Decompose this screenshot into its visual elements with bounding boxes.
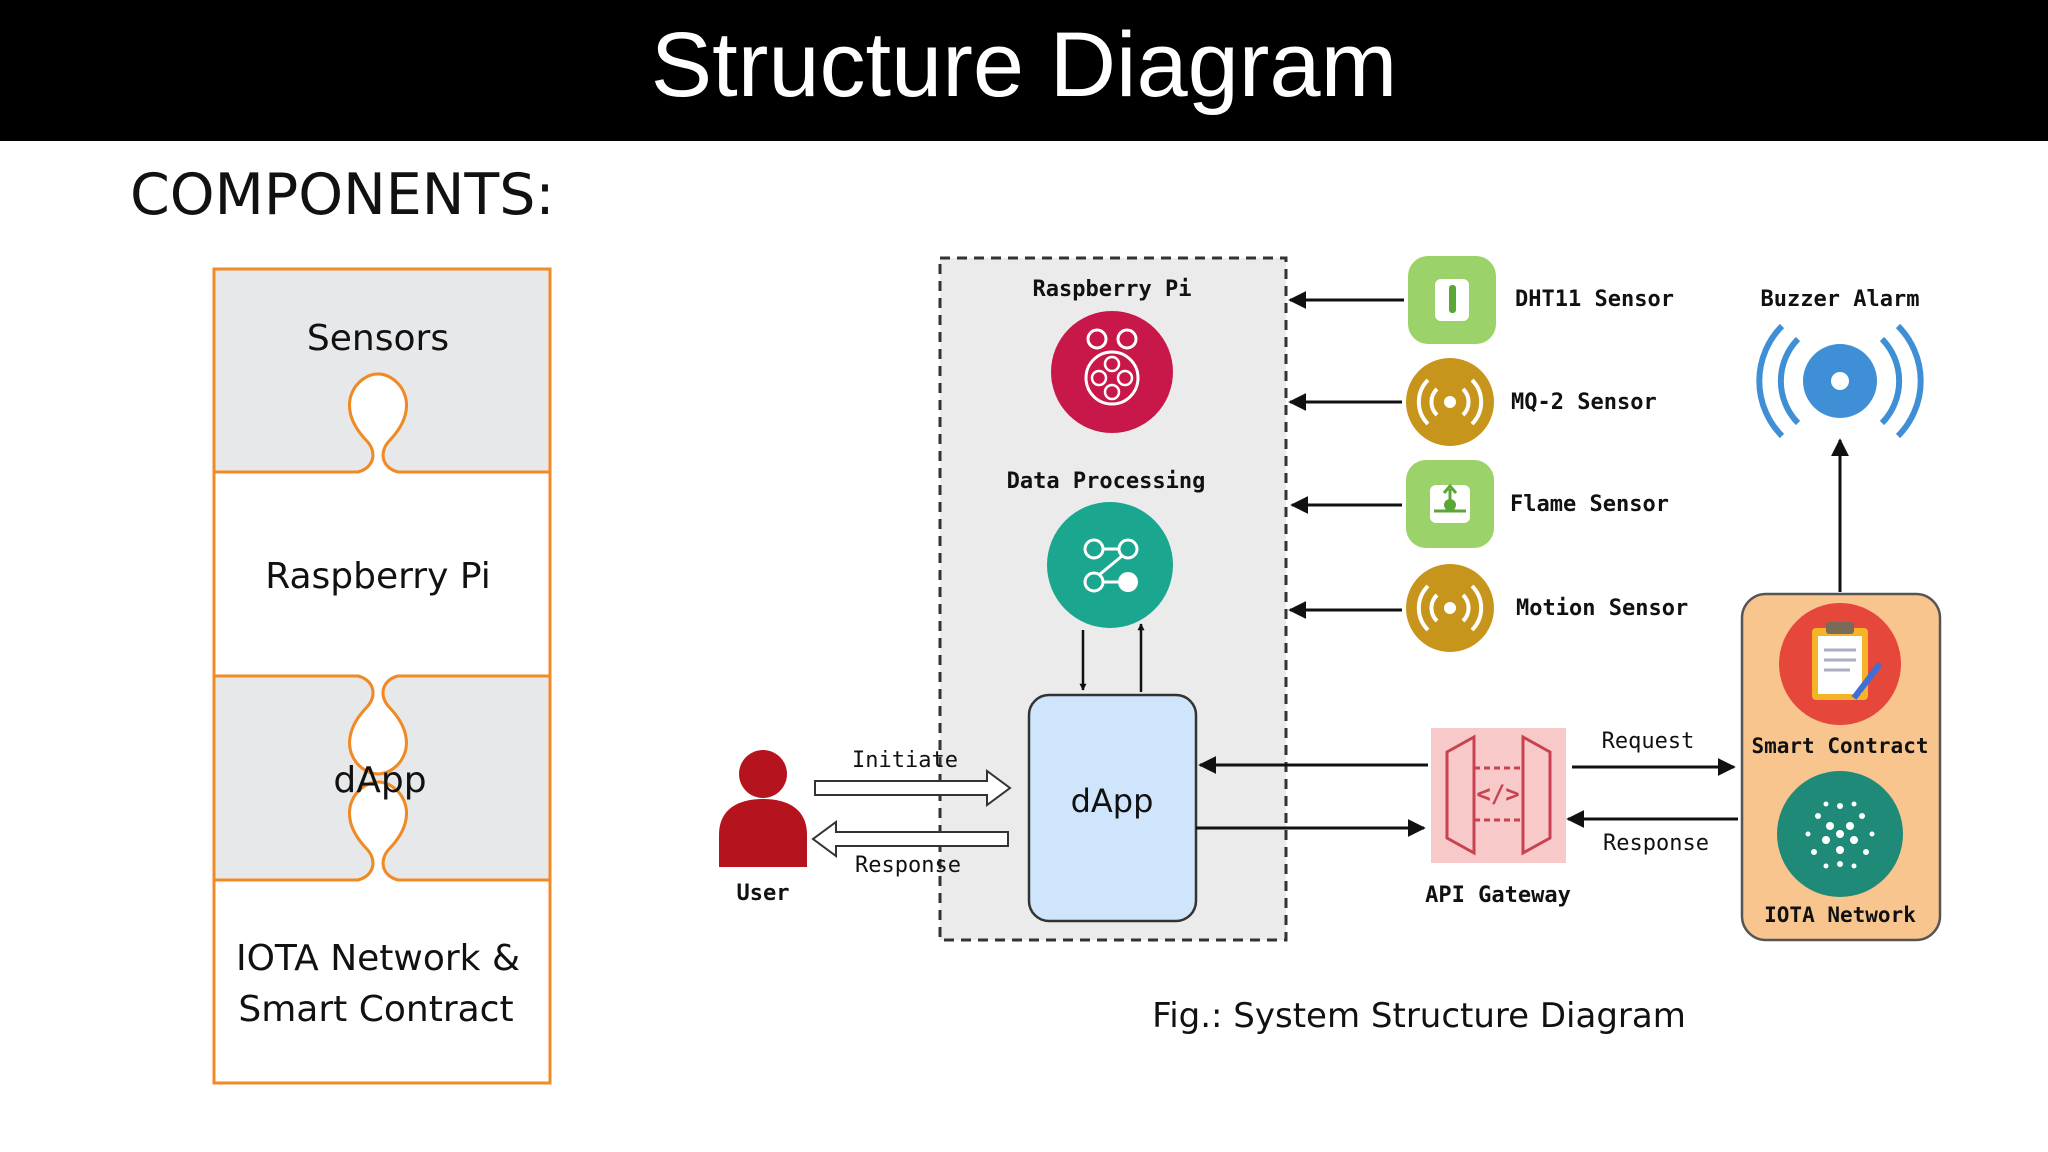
- sensor-label-flame: Flame Sensor: [1510, 492, 1669, 517]
- flow-icon: [1047, 502, 1173, 628]
- smart-contract-label: Smart Contract: [1751, 734, 1928, 758]
- sensor-label-mq2: MQ-2 Sensor: [1511, 390, 1657, 415]
- puzzle-label-raspberry-pi: Raspberry Pi: [265, 556, 491, 597]
- puzzle-label-sensors: Sensors: [307, 318, 449, 359]
- puzzle-stack: Sensors Raspberry Pi dApp IOTA Network &…: [212, 267, 552, 1085]
- response-left-label: Response: [855, 853, 961, 878]
- puzzle-piece-iota: [212, 780, 552, 1085]
- sensor-label-dht11: DHT11 Sensor: [1515, 287, 1674, 312]
- user-icon: [719, 750, 807, 867]
- sensor-dht11: DHT11 Sensor: [1408, 256, 1674, 344]
- response-right-label: Response: [1603, 831, 1709, 856]
- wave-icon: [1406, 358, 1494, 446]
- dapp-box: [1027, 693, 1198, 923]
- initiate-label: Initiate: [852, 748, 958, 773]
- sensor-mq2: MQ-2 Sensor: [1406, 358, 1657, 446]
- sensor-label-motion: Motion Sensor: [1516, 596, 1688, 621]
- buzzer-label: Buzzer Alarm: [1761, 287, 1920, 312]
- sensor-motion: Motion Sensor: [1406, 564, 1688, 652]
- data-processing-label: Data Processing: [1007, 469, 1206, 494]
- puzzle-label-iota-line1: IOTA Network &: [236, 938, 520, 979]
- clipboard-icon: [1779, 603, 1901, 725]
- sensor-flame: Flame Sensor: [1406, 460, 1669, 548]
- dapp-label: dApp: [1071, 782, 1154, 820]
- raspberry-pi-icon: [1051, 311, 1173, 433]
- page-title: Structure Diagram: [650, 14, 1398, 116]
- title-bar: [0, 0, 2048, 141]
- motion-icon: [1406, 564, 1494, 652]
- initiate-arrow: [814, 769, 1012, 807]
- components-heading: COMPONENTS:: [130, 162, 555, 228]
- raspberry-pi-label: Raspberry Pi: [1033, 277, 1192, 302]
- iota-network-label: IOTA Network: [1764, 903, 1916, 927]
- user-label: User: [737, 881, 790, 906]
- svg-text:</>: </>: [1476, 780, 1519, 808]
- figure-caption: Fig.: System Structure Diagram: [1152, 996, 1686, 1036]
- iota-icon: [1777, 771, 1903, 897]
- puzzle-label-iota-line2: Smart Contract: [238, 989, 513, 1030]
- code-icon: </>: [1431, 728, 1566, 863]
- buzzer-icon: [1756, 323, 1924, 439]
- api-gateway-label: API Gateway: [1425, 883, 1571, 908]
- puzzle-label-dapp: dApp: [333, 760, 426, 801]
- request-label: Request: [1602, 729, 1695, 754]
- response-arrow: [811, 820, 1009, 858]
